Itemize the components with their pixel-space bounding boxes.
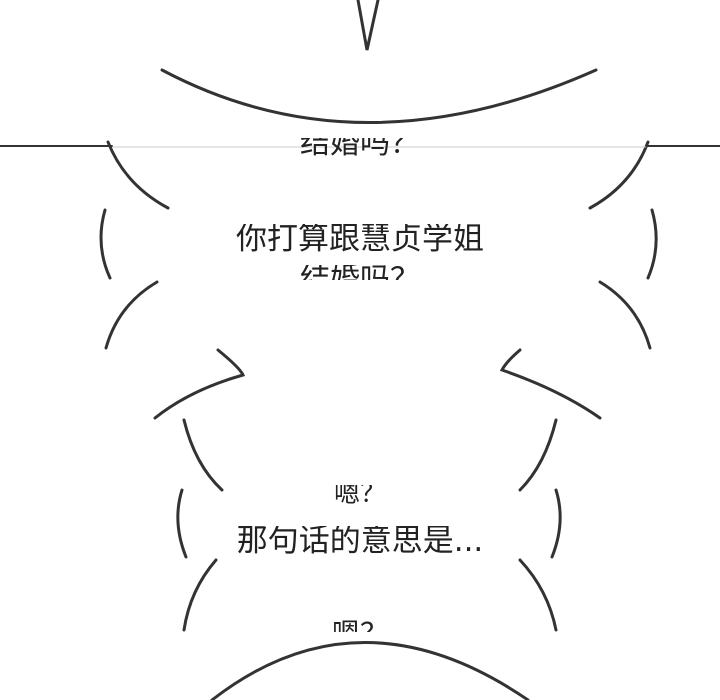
bubble3-outline-bottom-right (518, 558, 558, 632)
bubble2-outline-top-right (588, 140, 650, 210)
bubble3-outline-top-left (182, 418, 224, 492)
bubble2-text-line2-fragment: 结婚吗？ (0, 265, 720, 280)
bubble2-outline-right (646, 208, 658, 280)
bubble3-outline-right (550, 488, 562, 559)
bubble3-text-line1: 那句话的意思是... (236, 526, 484, 557)
bubble2-text-line1: 你打算跟慧贞学姐 (236, 224, 484, 255)
bubble3-outline-top-right (518, 418, 558, 492)
bubble2-tail-left (153, 348, 246, 420)
bubble2-outline-left (99, 208, 112, 280)
bubble-spike-top (356, 0, 380, 51)
bubble2-outline-top-left (106, 140, 170, 210)
bubble1-text-fragment: 结婚吗？ (300, 138, 420, 160)
bubble2-tail-right (499, 348, 602, 420)
bubble2-outline-bottom-right (598, 280, 652, 350)
bubble2-outline-bottom-left (104, 280, 159, 350)
bubble3-outline-left (176, 488, 188, 559)
bubble1-outline (160, 68, 598, 124)
bubble4-outline (210, 641, 530, 700)
bubble3-bottom-fragment: 嗯？ (0, 620, 720, 632)
bubble3-top-fragment: 嗯？ (333, 485, 386, 505)
bubble3-outline-bottom-left (182, 558, 218, 632)
